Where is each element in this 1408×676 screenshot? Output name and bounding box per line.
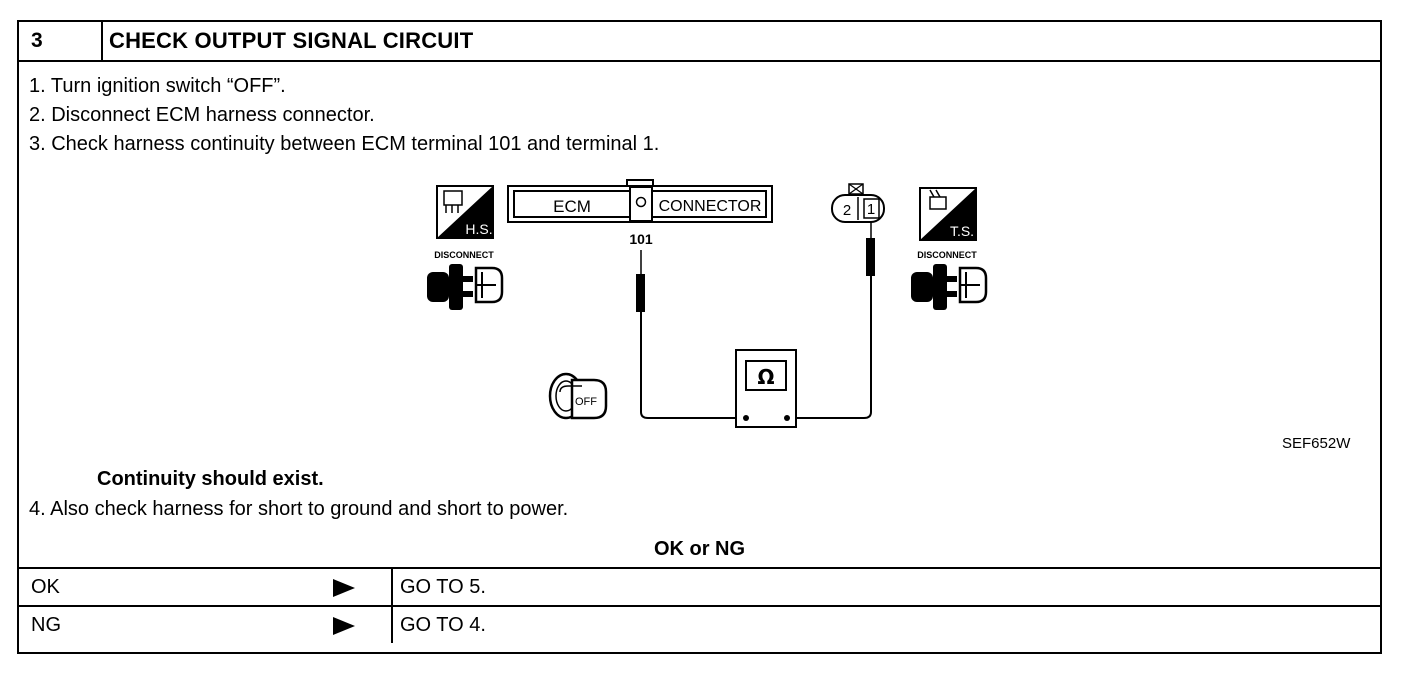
ohm-icon: Ω xyxy=(757,365,774,389)
figure-code: SEF652W xyxy=(1282,435,1351,452)
decision-label-ok: OK xyxy=(31,576,60,598)
hs-label: H.S. xyxy=(465,221,492,237)
row-divider xyxy=(391,607,393,643)
terminal-101-label: 101 xyxy=(629,231,653,247)
procedure-title: CHECK OUTPUT SIGNAL CIRCUIT xyxy=(109,28,474,53)
terminal-1-label: 1 xyxy=(867,201,875,218)
terminal-2-label: 2 xyxy=(843,202,851,219)
step-3: 3. Check harness continuity between ECM … xyxy=(29,133,660,155)
terminal-side-badge: T.S. xyxy=(919,187,977,241)
test-probe-left xyxy=(636,250,745,419)
arrow-right-icon xyxy=(333,579,355,597)
decision-row-ng: NG GO TO 4. xyxy=(19,605,1380,643)
disconnect-plug-icon-right xyxy=(911,264,988,310)
decision-action-ok: GO TO 5. xyxy=(400,576,486,598)
disconnect-label-left: DISCONNECT xyxy=(434,250,494,260)
ecm-label: ECM xyxy=(553,197,591,216)
connector-icon xyxy=(929,189,947,210)
ohmmeter: Ω xyxy=(735,349,797,428)
procedure-header: 3 CHECK OUTPUT SIGNAL CIRCUIT xyxy=(19,22,1380,62)
disconnect-plug-icon-left xyxy=(427,264,504,310)
inspection-procedure-box: 3 CHECK OUTPUT SIGNAL CIRCUIT 1. Turn ig… xyxy=(17,20,1382,654)
step-4: 4. Also check harness for short to groun… xyxy=(29,498,569,520)
decision-action-ng: GO TO 4. xyxy=(400,614,486,636)
connector-icon xyxy=(443,190,463,213)
decision-row-ok: OK GO TO 5. xyxy=(19,567,1380,605)
step-1: 1. Turn ignition switch “OFF”. xyxy=(29,75,286,97)
step-2: 2. Disconnect ECM harness connector. xyxy=(29,104,375,126)
ecm-connector: ECM CONNECTOR xyxy=(507,179,773,223)
ignition-off-label: OFF xyxy=(575,396,597,408)
ts-label: T.S. xyxy=(950,223,974,239)
ok-or-ng-heading: OK or NG xyxy=(653,538,746,560)
arrow-right-icon xyxy=(333,617,355,635)
ignition-key-icon: OFF xyxy=(548,372,608,420)
harness-side-badge: H.S. xyxy=(436,185,494,239)
row-divider xyxy=(391,569,393,605)
test-probe-right xyxy=(790,222,875,419)
sensor-connector: 2 1 xyxy=(831,183,885,223)
connector-label: CONNECTOR xyxy=(659,198,762,215)
step-number: 3 xyxy=(19,22,103,60)
continuity-note: Continuity should exist. xyxy=(97,468,324,490)
decision-label-ng: NG xyxy=(31,614,61,636)
disconnect-label-right: DISCONNECT xyxy=(917,250,977,260)
